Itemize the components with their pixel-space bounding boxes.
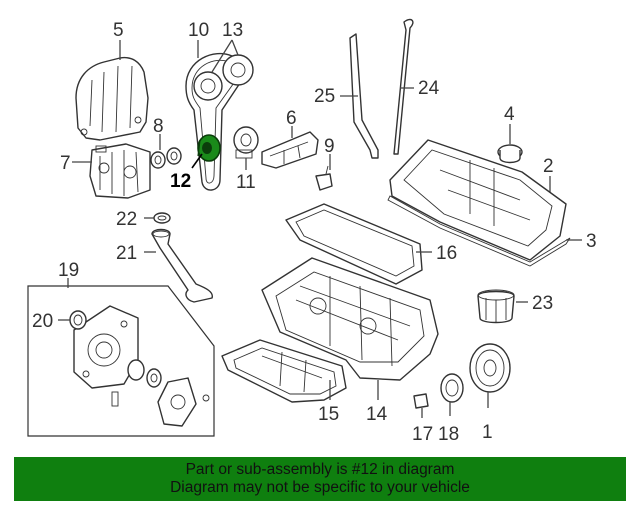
part-pump-rotor-parts [111, 359, 210, 427]
callout-13: 13 [222, 20, 243, 41]
part-19-box [27, 285, 215, 437]
part-housing-block [89, 143, 151, 199]
callout-9: 9 [324, 136, 335, 157]
callout-16: 16 [436, 243, 457, 264]
part-valve-cover-gasket [387, 195, 571, 267]
callout-3: 3 [586, 231, 597, 252]
part-12-tensioner-pulley [197, 134, 221, 162]
part-sensor [315, 165, 333, 191]
callout-24: 24 [418, 78, 440, 99]
part-cam-pulleys [193, 54, 254, 101]
part-washers [150, 147, 182, 169]
part-crank-seal [440, 373, 464, 403]
callout-2: 2 [543, 156, 554, 177]
callout-8: 8 [153, 116, 164, 137]
part-timing-cover [75, 56, 149, 141]
part-dipstick-tube [349, 33, 379, 159]
part-idler-pulley [233, 126, 259, 159]
banner-line-1: Part or sub-assembly is #12 in diagram [185, 461, 455, 478]
callout-20: 20 [32, 311, 53, 332]
part-20-seal [69, 310, 87, 330]
callout-7: 7 [60, 153, 71, 174]
part-lower-oil-pan [221, 339, 347, 403]
callout-10: 10 [188, 20, 209, 41]
part-oring [153, 212, 171, 224]
banner-line-2: Diagram may not be specific to your vehi… [170, 479, 470, 496]
part-valve-cover [389, 139, 567, 261]
engine-parts-diagram: 5 7 8 10 13 12 [27, 18, 597, 445]
part-drain-plug [413, 393, 429, 409]
part-oil-pump-body [73, 305, 139, 389]
callout-1: 1 [482, 422, 493, 443]
callout-11: 11 [236, 172, 256, 193]
callout-18: 18 [438, 424, 459, 445]
callout-4: 4 [504, 104, 515, 125]
callout-15: 15 [318, 404, 339, 425]
callout-19: 19 [58, 260, 79, 281]
part-oil-filter [477, 289, 515, 324]
callout-12: 12 [170, 171, 191, 192]
callout-6: 6 [286, 108, 297, 129]
part-crank-pulley [469, 343, 511, 393]
callout-17: 17 [412, 424, 433, 445]
callout-22: 22 [116, 209, 137, 230]
callout-21: 21 [116, 243, 137, 264]
info-banner: Part or sub-assembly is #12 in diagram D… [14, 457, 626, 501]
callout-25: 25 [314, 86, 335, 107]
part-bracket [261, 131, 319, 169]
callout-23: 23 [532, 293, 553, 314]
part-filler-cap [497, 144, 523, 164]
part-oil-pickup [151, 228, 213, 303]
callout-5: 5 [113, 20, 124, 41]
part-upper-oil-pan [261, 257, 439, 381]
part-pan-gasket [285, 203, 423, 285]
callout-14: 14 [366, 404, 388, 425]
part-dipstick [393, 18, 414, 155]
